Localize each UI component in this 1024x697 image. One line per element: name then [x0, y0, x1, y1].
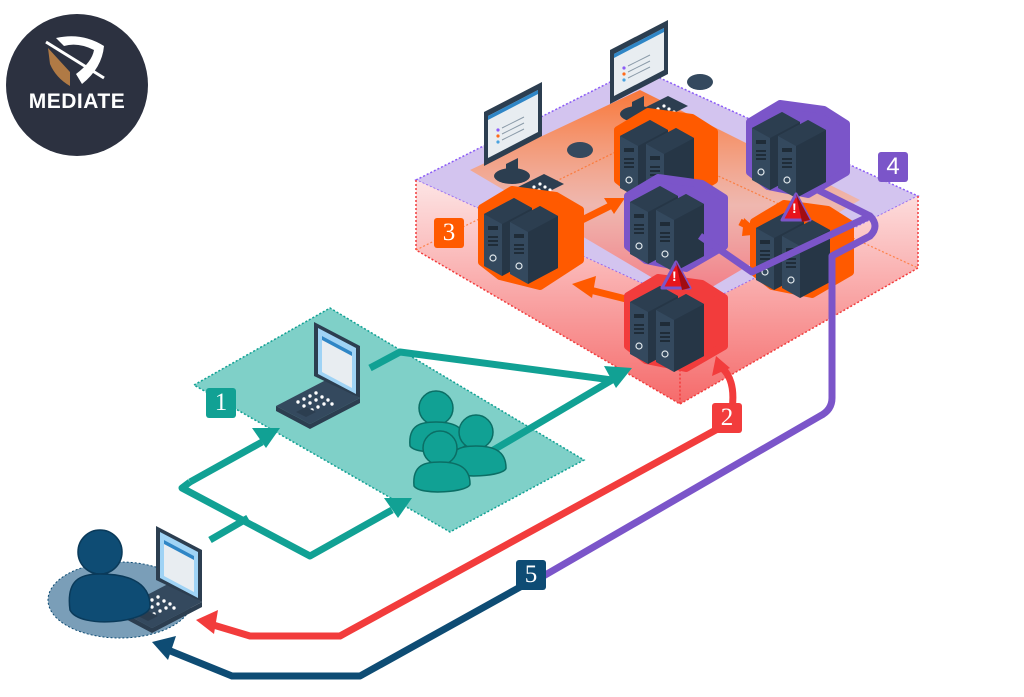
warning-icon-glyph: ! [672, 268, 677, 284]
user-workstation-zone [192, 307, 586, 533]
attacker [47, 526, 202, 639]
step-badge-2: 2 [712, 403, 742, 433]
step-badge-4: 4 [878, 152, 908, 182]
step-badge-1: 1 [206, 388, 236, 418]
brand-name: MEDIATE [28, 90, 126, 113]
arrowheads-teal [252, 366, 632, 518]
server-a [478, 186, 584, 290]
workstation-1 [483, 81, 593, 206]
exfiltration-path [538, 212, 879, 582]
server-c [624, 174, 728, 272]
return-path [166, 582, 524, 680]
warning-icon-glyph: ! [792, 200, 797, 216]
initial-access-arrows [178, 348, 614, 560]
shield-logo-icon [45, 36, 105, 86]
brand-logo: MEDIATE [6, 14, 148, 156]
mouse-icon [567, 142, 593, 158]
server-f [624, 274, 728, 372]
step-badge-3: 3 [434, 218, 464, 248]
workstation-2 [609, 19, 713, 128]
step-badge-5: 5 [516, 560, 546, 590]
mouse-icon [687, 74, 713, 90]
server-d [746, 100, 850, 198]
